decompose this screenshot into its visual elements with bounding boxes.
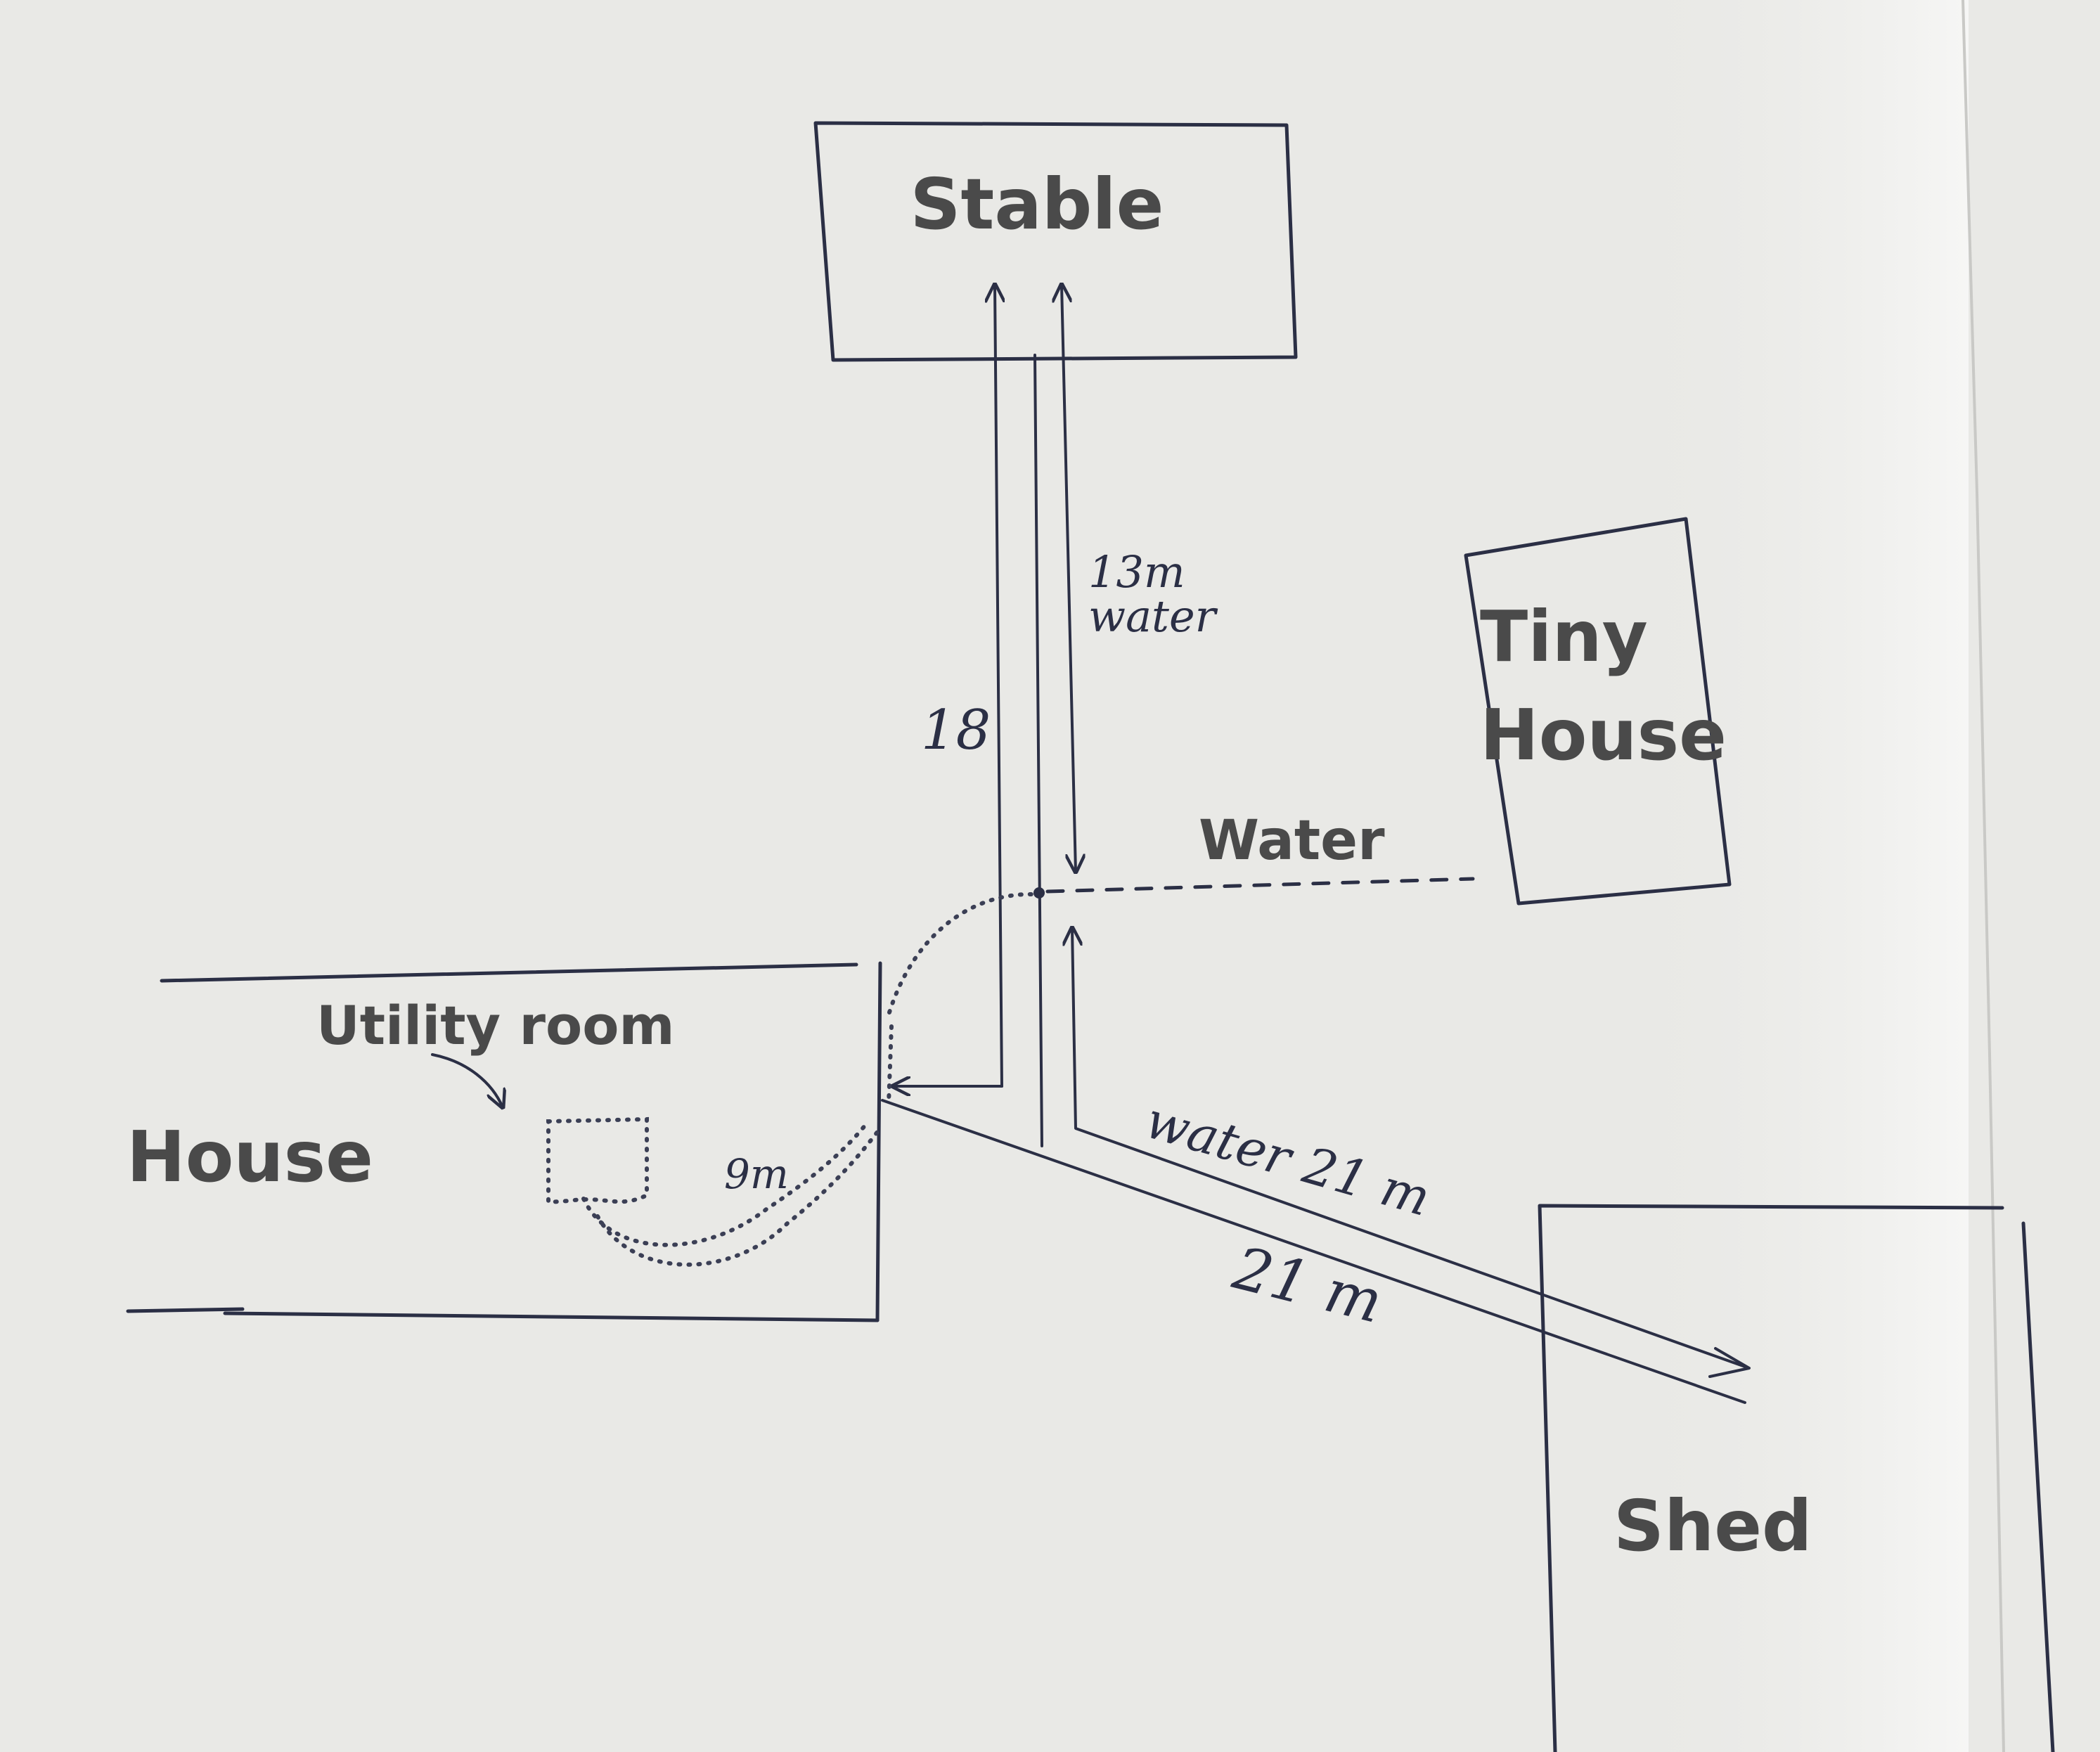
- utility-pipe-dotted-a: [581, 1119, 870, 1247]
- house-wall-dotted: [887, 1024, 894, 1106]
- stable-water-note-line1: 13m: [1088, 546, 1185, 598]
- shed-distance-line: [881, 1099, 1746, 1404]
- paper-highlight: [1617, 0, 1969, 1752]
- shed-outline: [1538, 1204, 2004, 1752]
- shed-water-arrowhead-end: [1708, 1347, 1751, 1378]
- stable-outline: [813, 121, 1298, 362]
- shed-label: Shed: [1613, 1485, 1812, 1567]
- water-junction: [1033, 887, 1045, 898]
- house-bottom-wall: [126, 1307, 880, 1322]
- stable-water-center-line: [1033, 354, 1043, 1147]
- tiny-house-label-line2: House: [1480, 694, 1727, 776]
- stable-water-arrow: [1062, 285, 1076, 872]
- house-label: House: [127, 1116, 373, 1198]
- utility-pipe-dotted-b: [595, 1130, 880, 1267]
- shed-right-wall: [2021, 1221, 2055, 1752]
- paper-fold-line: [1961, 0, 2005, 1752]
- utility-room-arrow: [431, 1053, 503, 1107]
- water-main-label: Water: [1199, 809, 1385, 872]
- utility-room-label: Utility room: [316, 994, 675, 1057]
- water-line-house-dotted: [887, 891, 1036, 1015]
- utility-distance-note: 9m: [724, 1150, 789, 1198]
- house-right-wall: [875, 961, 882, 1322]
- stable-distance-note: 18: [921, 699, 991, 762]
- tiny-house-label-line1: Tiny: [1480, 595, 1648, 678]
- tiny-house-outline: [1464, 517, 1732, 906]
- stable-label: Stable: [910, 163, 1164, 245]
- stable-distance-line: [995, 285, 1002, 1088]
- house-top-wall: [160, 962, 858, 983]
- water-line-tiny-house: [1045, 877, 1475, 894]
- shed-water-arrow: [1072, 928, 1748, 1369]
- stable-water-note-line2: water: [1088, 591, 1218, 642]
